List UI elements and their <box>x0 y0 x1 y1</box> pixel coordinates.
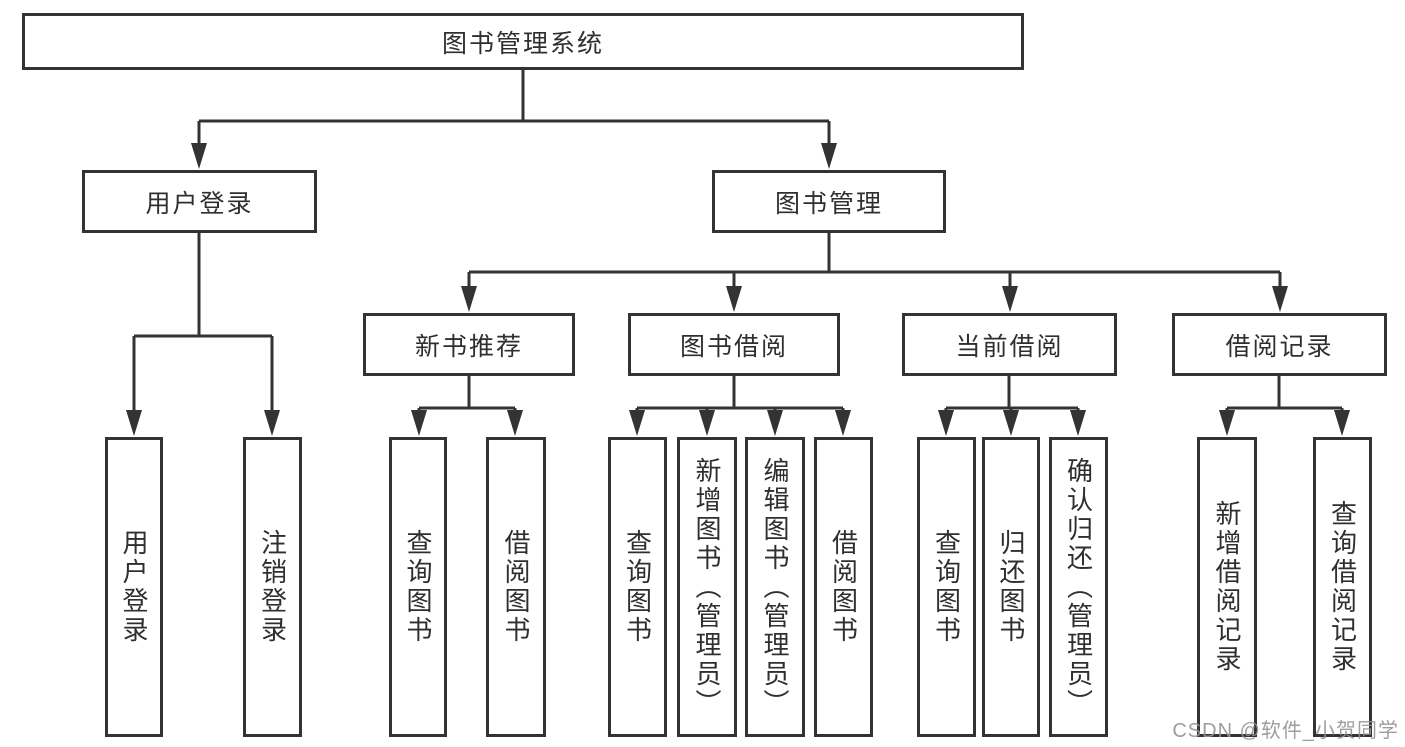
leaf-user-login: 用户登录 <box>105 437 163 737</box>
node-book-borrow: 图书借阅 <box>628 313 840 376</box>
leaf-return-books: 归还图书 <box>982 437 1040 737</box>
leaf-newbook-query-books: 查询图书 <box>389 437 447 737</box>
node-current-borrow: 当前借阅 <box>902 313 1117 376</box>
leaf-query-borrow-record: 查询借阅记录 <box>1313 437 1372 737</box>
leaf-borrow-query-books: 查询图书 <box>608 437 667 737</box>
leaf-add-books-admin: 新增图书（管理员） <box>677 437 737 737</box>
leaf-borrow-books: 借阅图书 <box>814 437 873 737</box>
leaf-confirm-return-admin: 确认归还（管理员） <box>1049 437 1108 737</box>
node-root: 图书管理系统 <box>22 13 1024 70</box>
leaf-edit-books-admin: 编辑图书（管理员） <box>745 437 805 737</box>
node-user-login: 用户登录 <box>82 170 317 233</box>
node-book-management: 图书管理 <box>712 170 946 233</box>
leaf-newbook-borrow-books: 借阅图书 <box>486 437 546 737</box>
csdn-watermark: CSDN @软件_小贺同学 <box>1172 720 1399 742</box>
node-borrow-records: 借阅记录 <box>1172 313 1387 376</box>
node-new-book-recommend: 新书推荐 <box>363 313 575 376</box>
leaf-logout: 注销登录 <box>243 437 302 737</box>
leaf-add-borrow-record: 新增借阅记录 <box>1197 437 1257 737</box>
leaf-current-query-books: 查询图书 <box>917 437 976 737</box>
